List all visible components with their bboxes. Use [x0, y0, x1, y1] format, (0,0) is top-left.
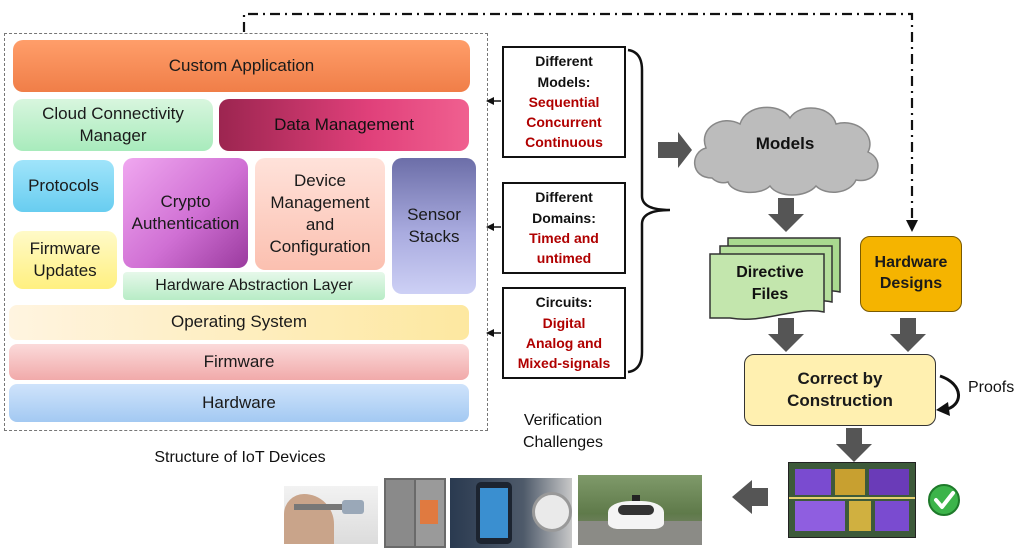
smart-glasses-image [284, 486, 378, 544]
verification-caption-line1: Verification [523, 412, 603, 429]
cloud-connectivity-label-line2: Manager [79, 126, 147, 145]
models-item-sequential: Sequential [528, 93, 600, 110]
check-icon [928, 484, 960, 516]
circuits-item-analog: Analog and [525, 335, 603, 351]
proofs-arrowhead [936, 402, 950, 416]
smartphone-image [450, 478, 572, 548]
structure-caption-text: Structure of IoT Devices [154, 449, 326, 466]
data-management-block: Data Management [219, 99, 469, 151]
domains-challenge-box: Different Domains: Timed and untimed [502, 182, 626, 274]
firmware-block: Firmware [9, 344, 469, 380]
feedback-arrowhead [906, 220, 918, 232]
sensor-stacks-block: Sensor Stacks [392, 158, 476, 294]
arrow-models-to-directive [768, 198, 804, 232]
data-management-label: Data Management [274, 114, 414, 134]
models-cloud [693, 106, 879, 196]
hardware-designs-box: Hardware Designs [860, 236, 962, 312]
hardware-label: Hardware [202, 392, 276, 412]
verification-caption: Verification Challenges [498, 410, 628, 455]
device-mgmt-label-line3: and [305, 215, 335, 234]
directive-file-front [709, 253, 825, 320]
models-title-line1: Different [535, 53, 593, 70]
sensor-label-line1: Sensor [407, 204, 461, 224]
directive-files-label: Directive Files [720, 262, 820, 307]
firmware-label: Firmware [203, 351, 275, 371]
device-mgmt-label-line2: Management [270, 192, 370, 212]
arrow-correct-to-chip [836, 428, 872, 462]
domains-item-timed: Timed and [529, 230, 599, 246]
hal-label: Hardware Abstraction Layer [155, 276, 353, 294]
firmware-updates-block: Firmware Updates [13, 231, 117, 289]
models-title-line2: Models: [537, 73, 591, 90]
correct-line1: Correct by [797, 368, 883, 388]
circuits-challenge-box: Circuits: Digital Analog and Mixed-signa… [502, 287, 626, 379]
device-management-block: Device Management and Configuration [255, 158, 385, 270]
verification-caption-line2: Challenges [522, 434, 604, 452]
models-to-stack-arrowhead [486, 97, 494, 105]
check-icon-mark [934, 491, 955, 509]
arrow-directive-to-correct [768, 318, 804, 352]
custom-application-label: Custom Application [168, 55, 315, 75]
firmware-updates-label-line1: Firmware [29, 238, 101, 258]
operating-system-label: Operating System [170, 312, 308, 332]
arrow-chip-to-products [732, 480, 768, 514]
models-challenge-box: Different Models: Sequential Concurrent … [502, 46, 626, 158]
cloud-connectivity-label-line1: Cloud Connectivity [42, 103, 184, 123]
hardware-designs-line1: Hardware [874, 254, 948, 272]
models-cloud-text: Models [755, 134, 815, 153]
crypto-label-line2: Authentication [131, 214, 240, 233]
hardware-block: Hardware [9, 384, 469, 422]
firmware-updates-label-line2: Updates [33, 261, 97, 280]
arrow-hwdesign-to-correct [890, 318, 926, 352]
hardware-designs-line2: Designs [879, 275, 943, 292]
challenges-brace [627, 48, 671, 374]
device-mgmt-label-line1: Device [294, 170, 346, 190]
domains-title-line1: Different [535, 189, 593, 206]
domains-item-untimed: untimed [536, 250, 592, 267]
directive-label-line2: Files [751, 286, 789, 304]
proofs-loop-arrow [939, 374, 960, 412]
feedback-dashdot-line [242, 12, 914, 222]
smart-fridge-image [384, 478, 446, 548]
domains-to-stack-arrowhead [486, 223, 494, 231]
custom-application-block: Custom Application [13, 40, 470, 92]
sensor-label-line2: Stacks [408, 227, 460, 246]
directive-label-line1: Directive [736, 264, 804, 281]
circuits-to-stack-arrowhead [486, 329, 494, 337]
circuits-item-mixed: Mixed-signals [517, 355, 611, 372]
correct-line2: Construction [787, 391, 893, 410]
protocols-label: Protocols [28, 175, 99, 195]
structure-caption: Structure of IoT Devices [120, 449, 360, 467]
hal-block: Hardware Abstraction Layer [123, 272, 385, 300]
crypto-authentication-block: Crypto Authentication [123, 158, 248, 268]
proofs-text: Proofs [968, 379, 1015, 396]
crypto-label-line1: Crypto [160, 191, 211, 211]
circuits-item-digital: Digital [542, 314, 586, 331]
circuits-title: Circuits: [535, 294, 593, 311]
models-cloud-label: Models [730, 134, 840, 154]
domains-title-line2: Domains: [532, 209, 596, 226]
chip-layout-image [788, 462, 916, 538]
models-item-continuous: Continuous [525, 134, 603, 151]
protocols-block: Protocols [13, 160, 114, 212]
proofs-label: Proofs [968, 379, 1014, 397]
iot-structure-frame [4, 33, 488, 431]
operating-system-block: Operating System [9, 305, 469, 340]
correct-by-construction-box: Correct by Construction [744, 354, 936, 426]
cloud-connectivity-block: Cloud Connectivity Manager [13, 99, 213, 151]
device-mgmt-label-line4: Configuration [269, 237, 371, 257]
models-item-concurrent: Concurrent [526, 114, 602, 131]
arrow-to-models [658, 132, 692, 168]
self-driving-car-image [578, 475, 702, 545]
